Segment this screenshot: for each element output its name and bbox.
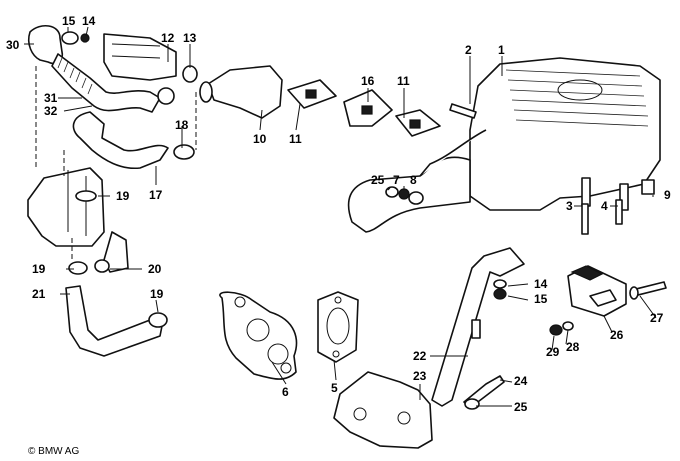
- callout-3: 3: [566, 199, 573, 213]
- valve-body: [27, 167, 129, 273]
- callout-29: 29: [546, 345, 560, 359]
- callout-19-low: 19: [150, 287, 164, 301]
- callout-1: 1: [498, 43, 505, 57]
- housing-studs: [581, 177, 655, 235]
- breather-hose-upper: [27, 25, 169, 170]
- callout-11-right: 11: [397, 74, 410, 88]
- callout-10: 10: [253, 132, 267, 146]
- pipe-10: [199, 65, 283, 119]
- callout-20: 20: [148, 262, 162, 276]
- callout-11-left: 11: [289, 132, 302, 146]
- support-bracket-22: [431, 247, 525, 407]
- callout-26: 26: [610, 328, 624, 342]
- callout-9: 9: [664, 188, 671, 202]
- flange-16: [343, 89, 393, 127]
- switch-26: [567, 265, 627, 317]
- callout-14: 14: [82, 14, 96, 28]
- upper-pipe-12: [103, 33, 198, 83]
- callout-14-right: 14: [534, 277, 548, 291]
- callout-27: 27: [650, 311, 664, 325]
- callout-4: 4: [601, 199, 608, 213]
- callout-19-mid: 19: [32, 262, 46, 276]
- callout-31: 31: [44, 91, 58, 105]
- bolt-24: [463, 375, 505, 410]
- callout-25-bottom: 25: [514, 400, 528, 414]
- callout-30: 30: [6, 38, 20, 52]
- callout-23: 23: [413, 369, 427, 383]
- callout-24: 24: [514, 374, 528, 388]
- callout-6: 6: [282, 385, 289, 399]
- callout-22: 22: [413, 349, 427, 363]
- gasket-11-left: [287, 79, 337, 109]
- callout-16: 16: [361, 74, 375, 88]
- hose-clamps-left: [61, 31, 195, 160]
- callout-17: 17: [149, 188, 163, 202]
- screw-27: [629, 281, 667, 300]
- callout-25-top: 25: [371, 173, 385, 187]
- callout-15: 15: [62, 14, 76, 28]
- callout-32: 32: [44, 104, 58, 118]
- copyright-text: © BMW AG: [28, 446, 80, 457]
- leader-lines: [24, 26, 657, 407]
- callout-19-top: 19: [116, 189, 130, 203]
- callout-18: 18: [175, 118, 189, 132]
- callout-12: 12: [161, 31, 175, 45]
- callout-15-right: 15: [534, 292, 548, 306]
- nut-29-28: [549, 321, 574, 336]
- bolt-2: [449, 103, 477, 119]
- gasket-5: [317, 291, 359, 363]
- gasket-6: [219, 291, 298, 380]
- callout-8: 8: [410, 173, 417, 187]
- dashed-guides-left: [35, 66, 197, 262]
- callout-7: 7: [393, 173, 400, 187]
- bracket-23: [333, 371, 433, 449]
- callout-28: 28: [566, 340, 580, 354]
- callout-21: 21: [32, 287, 46, 301]
- nut-15-right: [493, 279, 507, 300]
- lower-hose-21: [65, 259, 168, 357]
- callout-13: 13: [183, 31, 197, 45]
- nut-7-washer-8: [385, 186, 424, 205]
- callout-2: 2: [465, 43, 472, 57]
- callout-5: 5: [331, 381, 338, 395]
- gasket-11-right: [395, 109, 441, 137]
